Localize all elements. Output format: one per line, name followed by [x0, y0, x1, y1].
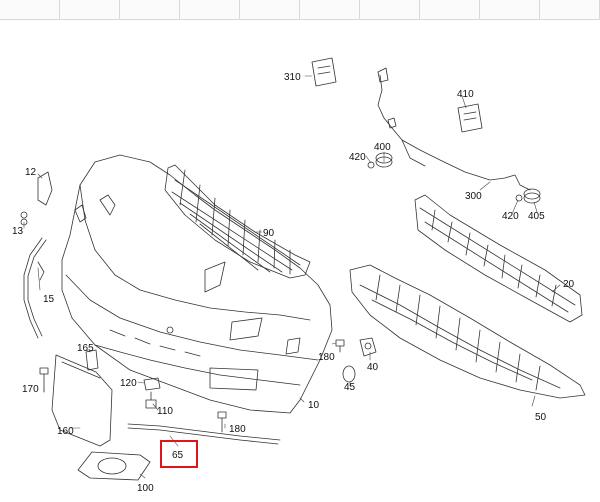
part-label-420[interactable]: 420 — [502, 211, 519, 222]
insert-100-part[interactable] — [77, 451, 151, 481]
part-label-180[interactable]: 180 — [229, 424, 246, 435]
bumper-cover-part[interactable] — [61, 154, 333, 414]
part-label-20[interactable]: 20 — [563, 279, 575, 290]
part-label-405[interactable]: 405 — [528, 211, 545, 222]
toolbar-cell — [60, 0, 120, 20]
bracket-165-part[interactable] — [85, 349, 99, 371]
part-label-90[interactable]: 90 — [263, 228, 275, 239]
nut-45-part[interactable] — [342, 365, 356, 383]
toolbar-cell — [360, 0, 420, 20]
clip-40-part[interactable] — [359, 337, 377, 357]
part-label-10[interactable]: 10 — [308, 400, 320, 411]
part-label-50[interactable]: 50 — [535, 412, 547, 423]
part-label-120[interactable]: 120 — [120, 378, 137, 389]
part-label-100[interactable]: 100 — [137, 483, 154, 494]
connector-410-part[interactable] — [457, 103, 483, 133]
part-label-165[interactable]: 165 — [77, 343, 94, 354]
sensor-405-part[interactable] — [515, 188, 541, 204]
part-label-110[interactable]: 110 — [157, 406, 173, 417]
reinforcement-bar-part[interactable] — [414, 194, 583, 323]
highlight-box — [160, 440, 198, 468]
toolbar-cell — [480, 0, 540, 20]
cover-12-part[interactable] — [37, 171, 53, 206]
underbody-panel-part[interactable] — [349, 264, 586, 399]
part-label-310[interactable]: 310 — [284, 72, 301, 83]
part-label-180[interactable]: 180 — [318, 352, 335, 363]
part-label-160[interactable]: 160 — [57, 426, 74, 437]
grille-part[interactable] — [164, 164, 311, 279]
wiring-harness-part[interactable] — [377, 67, 531, 191]
toolbar-cell — [0, 0, 60, 20]
part-label-400[interactable]: 400 — [374, 142, 391, 153]
toolbar-cell — [120, 0, 180, 20]
part-label-410[interactable]: 410 — [457, 89, 474, 100]
part-label-12[interactable]: 12 — [25, 167, 37, 178]
part-labels: 310 410 400 420 300 420 405 12 13 15 90 … — [12, 72, 575, 494]
screw-180b-part[interactable] — [217, 411, 227, 433]
part-label-65[interactable]: 65 — [172, 450, 184, 461]
part-label-45[interactable]: 45 — [344, 382, 356, 393]
part-label-15[interactable]: 15 — [43, 294, 55, 305]
sensor-400-part[interactable] — [367, 152, 393, 169]
toolbar-cell — [180, 0, 240, 20]
toolbar-cell — [240, 0, 300, 20]
screw-180a-part[interactable] — [335, 339, 345, 353]
part-label-300[interactable]: 300 — [465, 191, 482, 202]
part-label-170[interactable]: 170 — [22, 384, 39, 395]
trim-strip-15-part[interactable] — [23, 237, 47, 339]
part-label-420[interactable]: 420 — [349, 152, 366, 163]
toolbar-cell — [300, 0, 360, 20]
plate-160-part[interactable] — [51, 354, 113, 447]
part-label-40[interactable]: 40 — [367, 362, 379, 373]
nut-120-part[interactable] — [143, 377, 161, 391]
toolbar-cell — [420, 0, 480, 20]
leader-lines — [23, 75, 561, 479]
strip-65-part[interactable] — [127, 423, 281, 445]
connector-310-part[interactable] — [311, 57, 337, 87]
part-label-13[interactable]: 13 — [12, 226, 24, 237]
